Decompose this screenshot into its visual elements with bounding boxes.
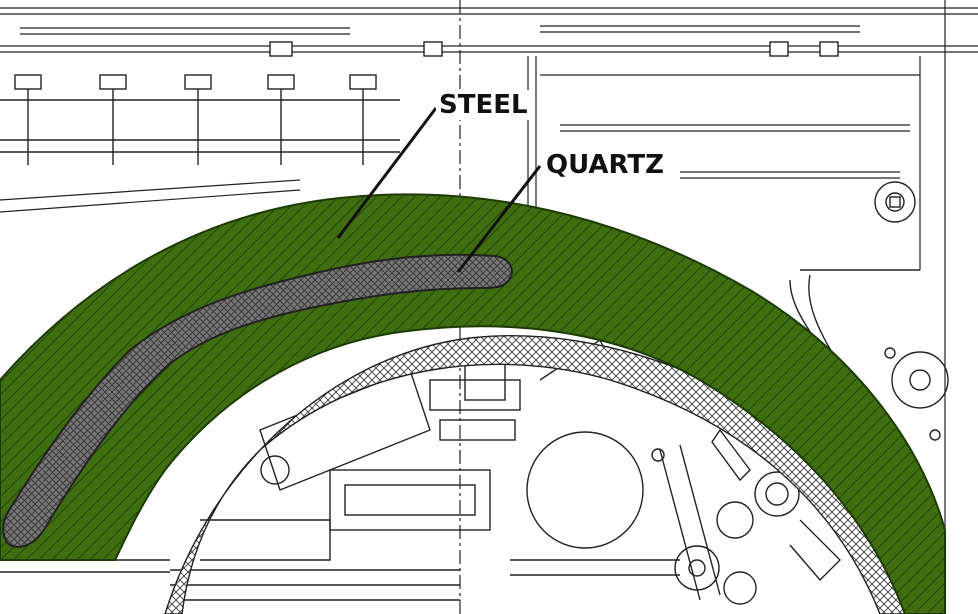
quartz-insert (2, 253, 513, 548)
steel-leader-line (336, 107, 438, 239)
bolt-row (0, 41, 839, 165)
quartz-leader-line (456, 165, 542, 273)
inner-lining (164, 334, 906, 614)
steel-label: STEEL (436, 90, 531, 120)
quartz-label: QUARTZ (543, 150, 667, 180)
